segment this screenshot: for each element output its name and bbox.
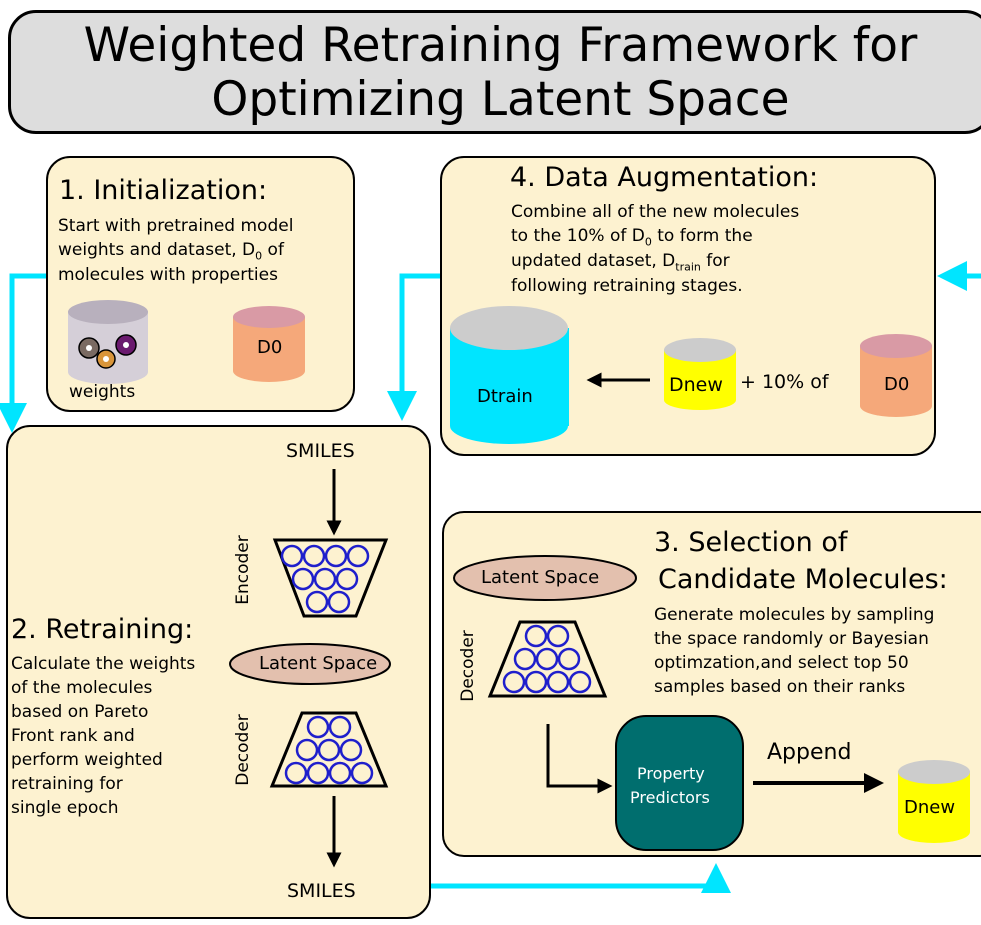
selection-dnew-label: Dnew: [904, 797, 956, 818]
selection-heading-1: 3. Selection of: [654, 527, 848, 558]
augment-desc-line-3: updated dataset, Dtrain for: [511, 251, 730, 274]
property-predictor-box: [615, 715, 744, 851]
retrain-description: Calculate the weights of the molecules b…: [11, 652, 195, 820]
encoder-icon: [272, 538, 389, 618]
retrain-desc-line: Front rank and: [11, 726, 135, 746]
gear-icons: [78, 334, 137, 369]
selection-heading-2: Candidate Molecules:: [658, 564, 948, 595]
d0-cylinder-icon: [233, 306, 305, 382]
plus-ten-percent-label: + 10% of: [740, 371, 829, 393]
predictor-label-1: Property: [637, 764, 705, 783]
title-banner: Weighted Retraining Framework for Optimi…: [8, 10, 981, 134]
dnew-cylinder-icon: [664, 338, 736, 410]
retrain-desc-line: Calculate the weights: [11, 654, 196, 674]
latent-space-ellipse: [229, 643, 391, 685]
decoder-icon-selection: [487, 620, 608, 698]
retrain-desc-line: single epoch: [11, 798, 119, 818]
selection-desc-line: samples based on their ranks: [654, 677, 906, 697]
dtrain-label: Dtrain: [477, 386, 533, 407]
predictor-label-2: Predictors: [630, 788, 710, 807]
augment-heading: 4. Data Augmentation:: [510, 162, 819, 193]
augment-desc-line-2: to the 10% of D0 to form the: [511, 226, 753, 249]
latent-space-label: Latent Space: [259, 653, 378, 674]
flow-arrow-augment-to-retrain: [387, 273, 440, 421]
selection-description: Generate molecules by sampling the space…: [654, 603, 981, 699]
init-desc-line-1: Start with pretrained model: [58, 216, 294, 236]
selection-desc-line: optimzation,and select top 50: [654, 653, 909, 673]
smiles-input-label: SMILES: [286, 440, 355, 462]
flow-arrow-init-to-retrain: [0, 273, 46, 433]
decoder-label: Decoder: [233, 714, 253, 786]
init-desc-line-3: molecules with properties: [58, 265, 278, 285]
latent-space-ellipse-selection: [453, 555, 637, 601]
append-label: Append: [767, 740, 852, 765]
arrow-decoder-to-predictor: [546, 724, 613, 794]
selection-desc-line: the space randomly or Bayesian: [654, 629, 929, 649]
retrain-desc-line: based on Pareto: [11, 702, 149, 722]
flow-arrow-retrain-to-selection: [431, 863, 731, 893]
title-line-2: Optimizing Latent Space: [211, 72, 790, 127]
title-line-1: Weighted Retraining Framework for: [83, 18, 918, 73]
selection-decoder-label: Decoder: [458, 630, 478, 702]
dtrain-cylinder-icon: [450, 306, 569, 444]
init-heading: 1. Initialization:: [59, 175, 268, 206]
augment-d0-label: D0: [884, 374, 910, 395]
retrain-heading: 2. Retraining:: [11, 614, 194, 645]
augment-desc-line-1: Combine all of the new molecules: [511, 202, 800, 222]
retrain-desc-line: retraining for: [11, 774, 123, 794]
dnew-label: Dnew: [669, 374, 723, 396]
decoder-icon: [269, 711, 389, 788]
selection-latent-space-label: Latent Space: [481, 567, 600, 588]
init-d0-label: D0: [257, 337, 283, 358]
dnew-cylinder-icon-selection: [898, 760, 970, 843]
weights-label: weights: [69, 382, 136, 402]
selection-desc-line: Generate molecules by sampling: [654, 605, 935, 625]
smiles-output-label: SMILES: [287, 880, 356, 902]
d0-cylinder-icon-augment: [860, 334, 932, 417]
retrain-desc-line: of the molecules: [11, 678, 153, 698]
encoder-label: Encoder: [233, 535, 253, 605]
init-desc-line-2: weights and dataset, D0 of: [58, 240, 284, 263]
retrain-desc-line: perform weighted: [11, 750, 163, 770]
augment-desc-line-4: following retraining stages.: [511, 276, 743, 296]
